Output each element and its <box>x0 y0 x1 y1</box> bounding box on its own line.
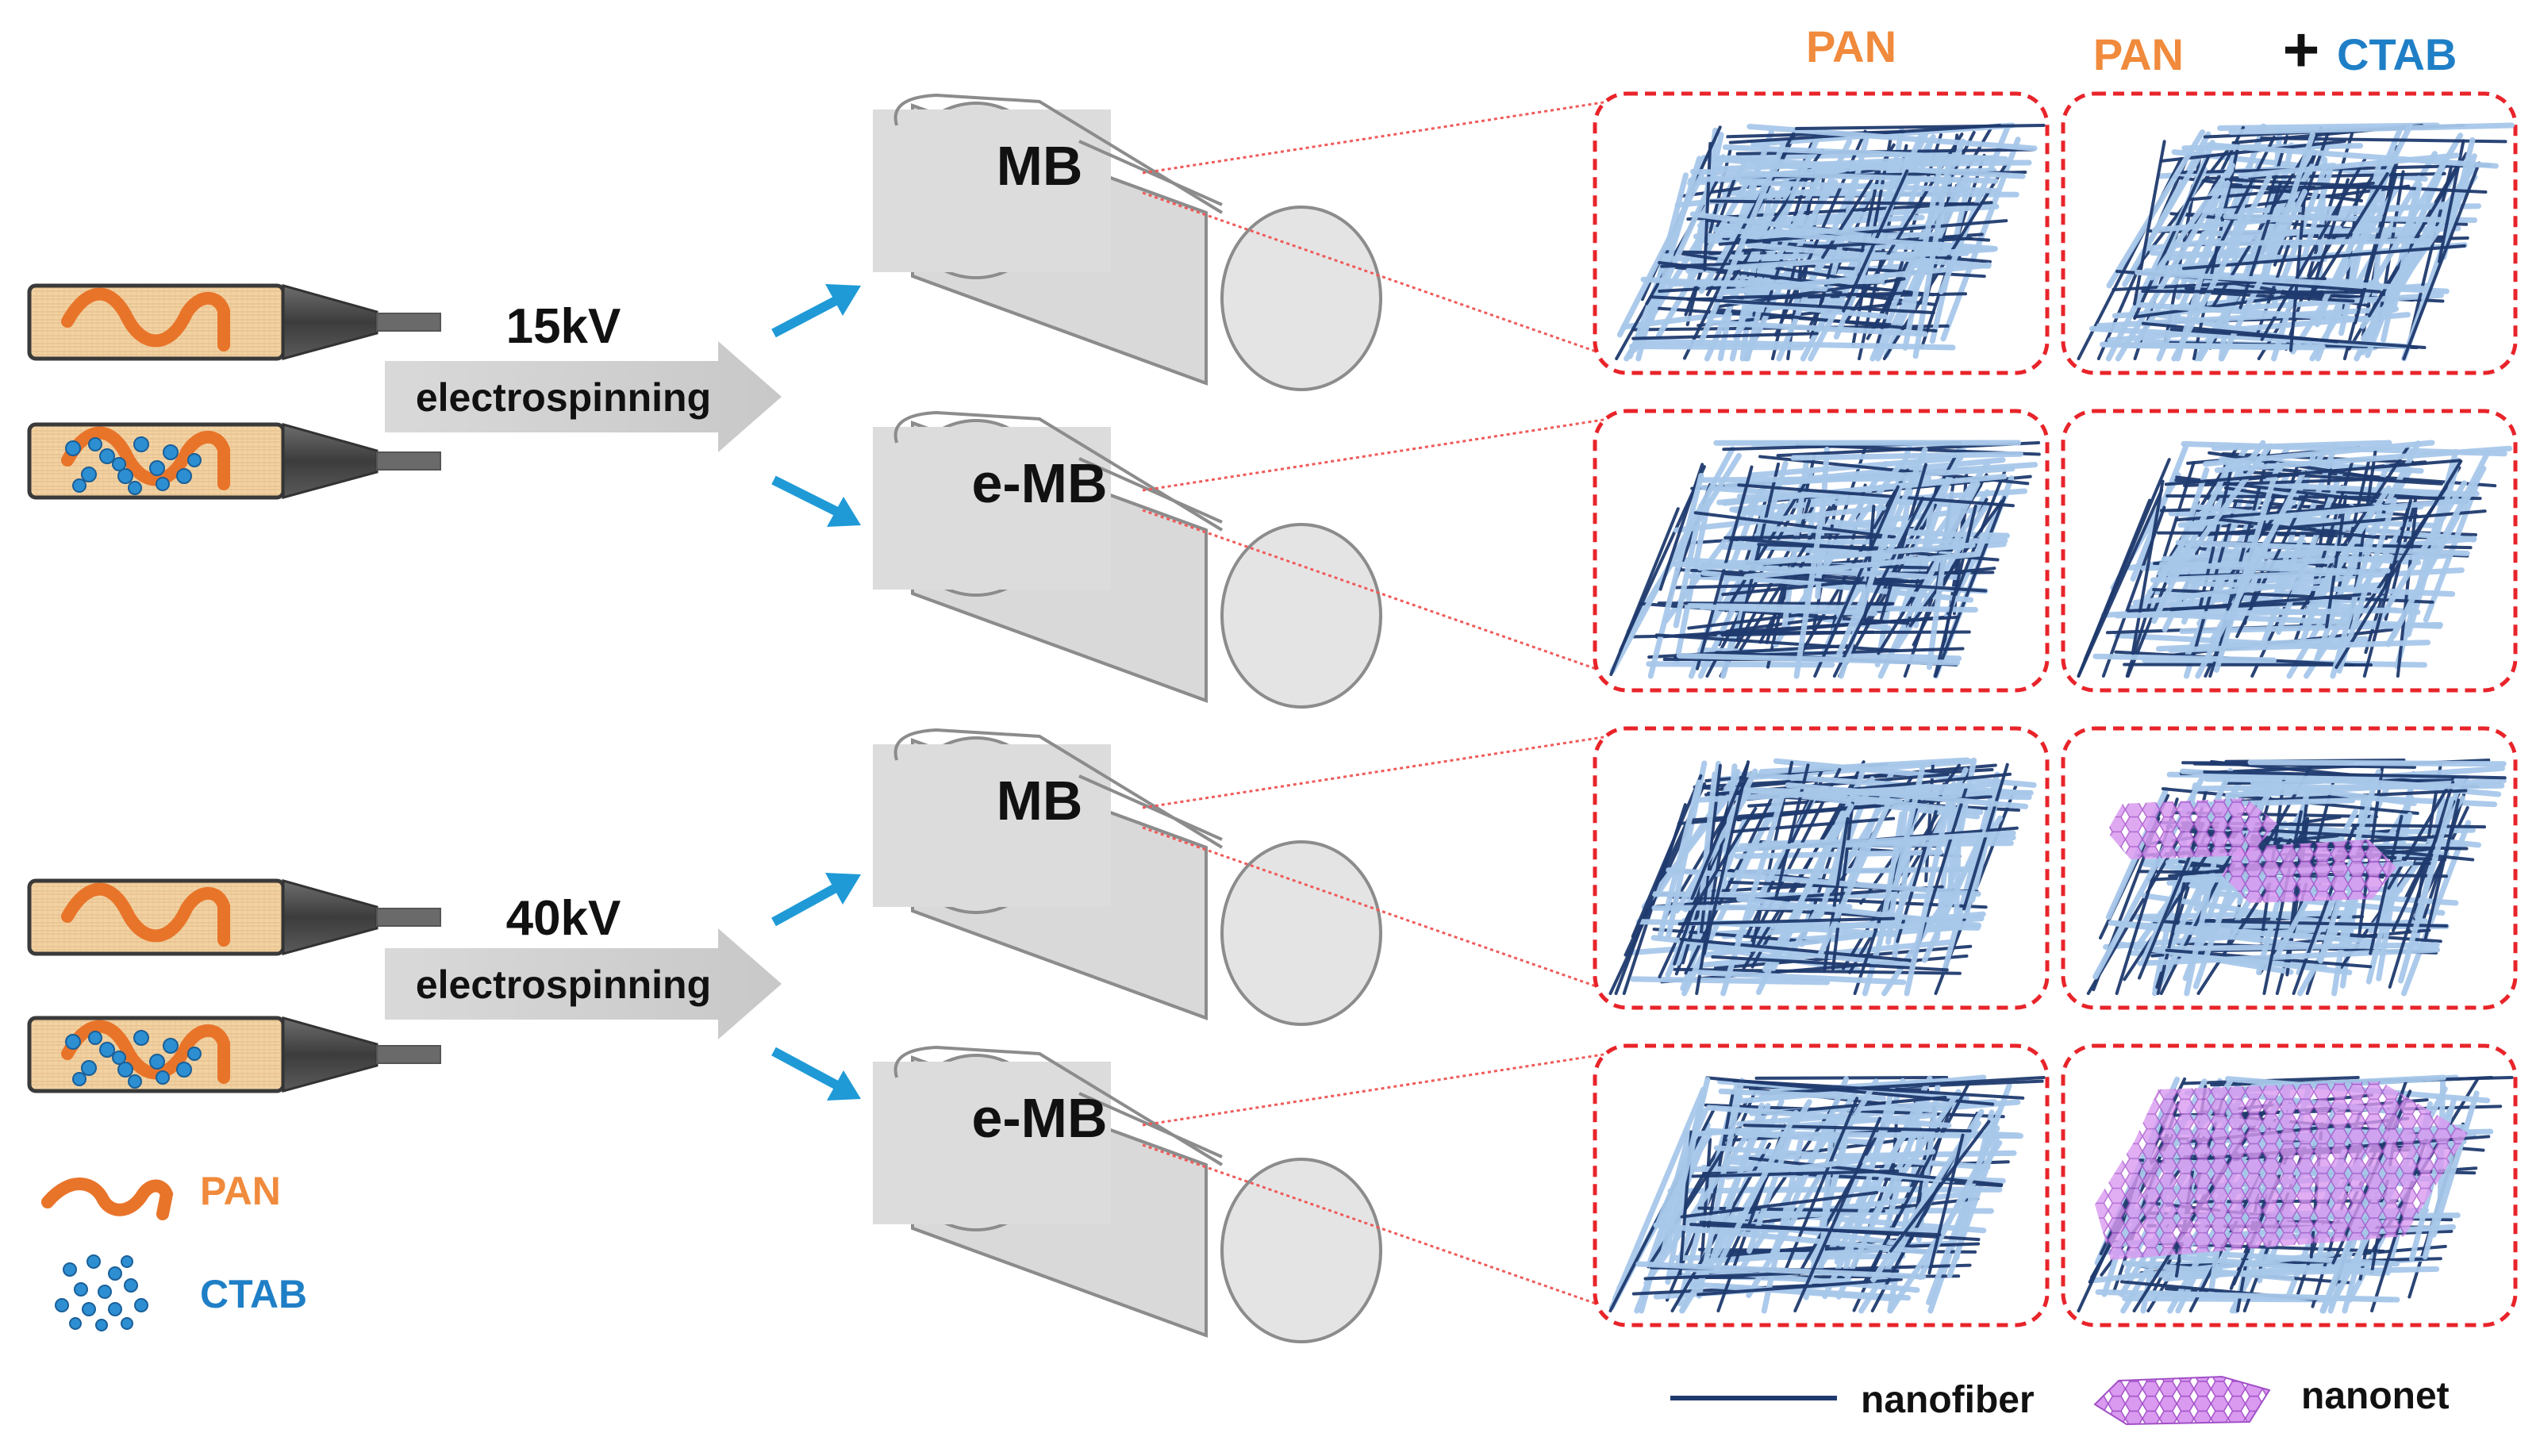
pan-swatch-icon <box>48 1184 167 1214</box>
panel-pan-ctab <box>2063 1046 2515 1325</box>
row-3: MB <box>873 728 2515 1024</box>
legend-nanonet-label: nanonet <box>2301 1375 2450 1417</box>
syringe-pan-ctab <box>29 425 440 497</box>
panel-pan-ctab <box>2063 728 2515 1008</box>
collector-cylinder: MB <box>873 95 1381 390</box>
panel-pan-ctab <box>2063 411 2515 690</box>
group-15kv: 15kV electrospinning <box>29 286 782 497</box>
rows: MB e-MB MB e-MB <box>873 94 2515 1342</box>
legend-ctab-label: CTAB <box>200 1272 307 1316</box>
process-label: electrospinning <box>416 962 711 1007</box>
column-header-pan: PAN <box>1806 21 1896 71</box>
panel-pan <box>1595 94 2047 373</box>
legend-pan-label: PAN <box>200 1169 281 1213</box>
legend-left: PAN CTAB <box>48 1169 307 1331</box>
row-1: MB <box>873 94 2515 390</box>
row-2: e-MB <box>873 411 2515 707</box>
collector-cylinder: MB <box>873 730 1381 1024</box>
panel-pan-ctab <box>2063 94 2515 373</box>
collector-label: MB <box>997 770 1083 832</box>
collector-cylinder: e-MB <box>873 413 1381 707</box>
panel-pan <box>1595 728 2047 1008</box>
branch-arrows <box>774 284 861 1101</box>
column-header-pan-ctab-part1: PAN <box>2093 29 2184 79</box>
collector-label: e-MB <box>971 1087 1107 1149</box>
voltage-label: 15kV <box>506 299 621 354</box>
zoom-lines <box>1143 732 1635 1000</box>
panel-pan <box>1595 411 2047 690</box>
legend-nanofiber-label: nanofiber <box>1861 1379 2035 1421</box>
zoom-lines <box>1143 98 1635 365</box>
legend-bottom: nanofiber nanonet <box>1670 1375 2450 1424</box>
panel-pan <box>1595 1046 2047 1325</box>
collector-cylinder: e-MB <box>873 1047 1381 1342</box>
collector-label: e-MB <box>971 452 1107 514</box>
syringe-pan <box>29 286 440 359</box>
voltage-label: 40kV <box>506 891 621 946</box>
column-header-ctab: CTAB <box>2337 29 2457 79</box>
zoom-lines <box>1143 1050 1635 1317</box>
syringe-pan-ctab <box>29 1018 440 1091</box>
syringe-pan <box>29 881 440 954</box>
collector-label: MB <box>997 135 1083 197</box>
ctab-swatch-icon <box>56 1255 148 1331</box>
column-header-plus: + <box>2283 14 2320 85</box>
zoom-lines <box>1143 415 1635 682</box>
process-label: electrospinning <box>416 375 711 420</box>
row-4: e-MB <box>873 1046 2515 1342</box>
group-40kv: 40kV electrospinning <box>29 881 782 1091</box>
nanonet-swatch-icon <box>2095 1377 2269 1424</box>
